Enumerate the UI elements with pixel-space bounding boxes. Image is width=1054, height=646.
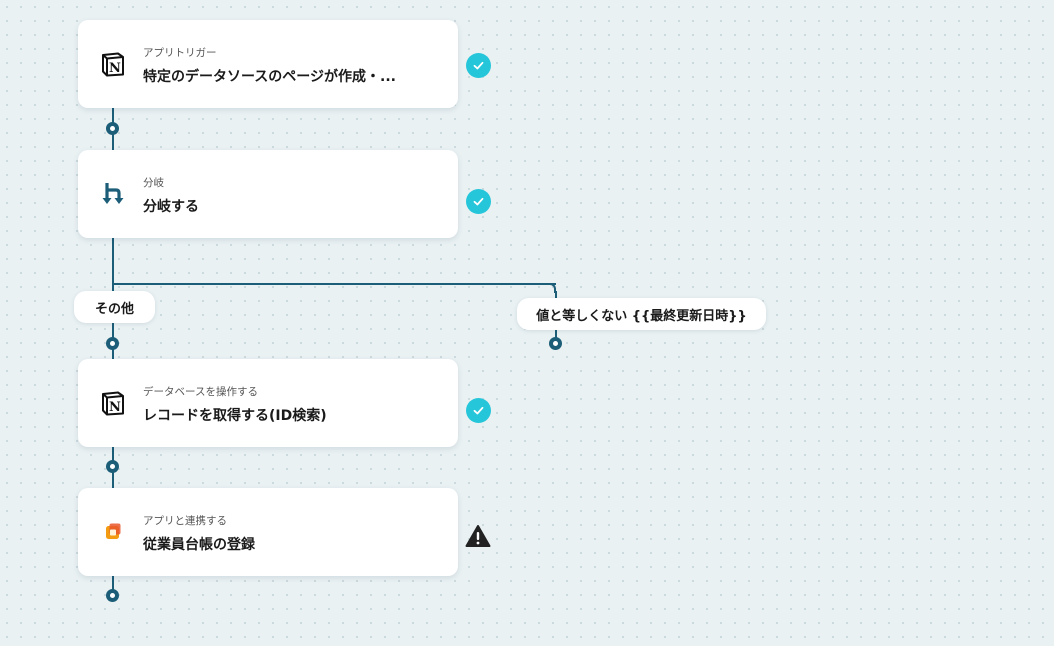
flow-step-card[interactable]: アプリと連携する 従業員台帳の登録: [78, 488, 458, 576]
branch-label-other[interactable]: その他: [74, 291, 155, 323]
success-check-icon: [466, 53, 491, 78]
step-category: アプリトリガー: [143, 47, 217, 59]
success-check-icon: [466, 398, 491, 423]
add-step-button[interactable]: [106, 122, 119, 135]
add-step-button[interactable]: [106, 589, 119, 602]
flow-step-card[interactable]: N データベースを操作する レコードを取得する(ID検索): [78, 359, 458, 447]
branch-horizontal-line: [112, 283, 556, 285]
add-step-button[interactable]: [106, 337, 119, 350]
step-title: 従業員台帳の登録: [143, 537, 255, 553]
notion-icon: N: [100, 390, 126, 416]
connector-line: [112, 575, 114, 596]
success-check-icon: [466, 189, 491, 214]
step-title: 分岐する: [143, 199, 199, 215]
svg-text:N: N: [109, 400, 121, 415]
step-category: 分岐: [143, 177, 164, 189]
svg-text:N: N: [109, 61, 121, 76]
step-category: データベースを操作する: [143, 386, 258, 398]
add-step-button[interactable]: [549, 337, 562, 350]
connector-line: [555, 291, 557, 299]
connector-line: [112, 237, 114, 294]
notion-icon: N: [100, 51, 126, 77]
add-step-button[interactable]: [106, 460, 119, 473]
step-category: アプリと連携する: [143, 515, 227, 527]
warning-icon: [465, 524, 491, 549]
step-title: レコードを取得する(ID検索): [143, 408, 327, 424]
flow-step-card[interactable]: 分岐 分岐する: [78, 150, 458, 238]
branch-icon: [100, 181, 126, 207]
flow-step-card[interactable]: N アプリトリガー 特定のデータソースのページが作成・...: [78, 20, 458, 108]
app-orange-icon: [100, 519, 126, 545]
branch-corner: [548, 283, 556, 293]
branch-label-condition[interactable]: 値と等しくない {{最終更新日時}}: [517, 298, 766, 330]
step-title: 特定のデータソースのページが作成・...: [143, 69, 396, 85]
